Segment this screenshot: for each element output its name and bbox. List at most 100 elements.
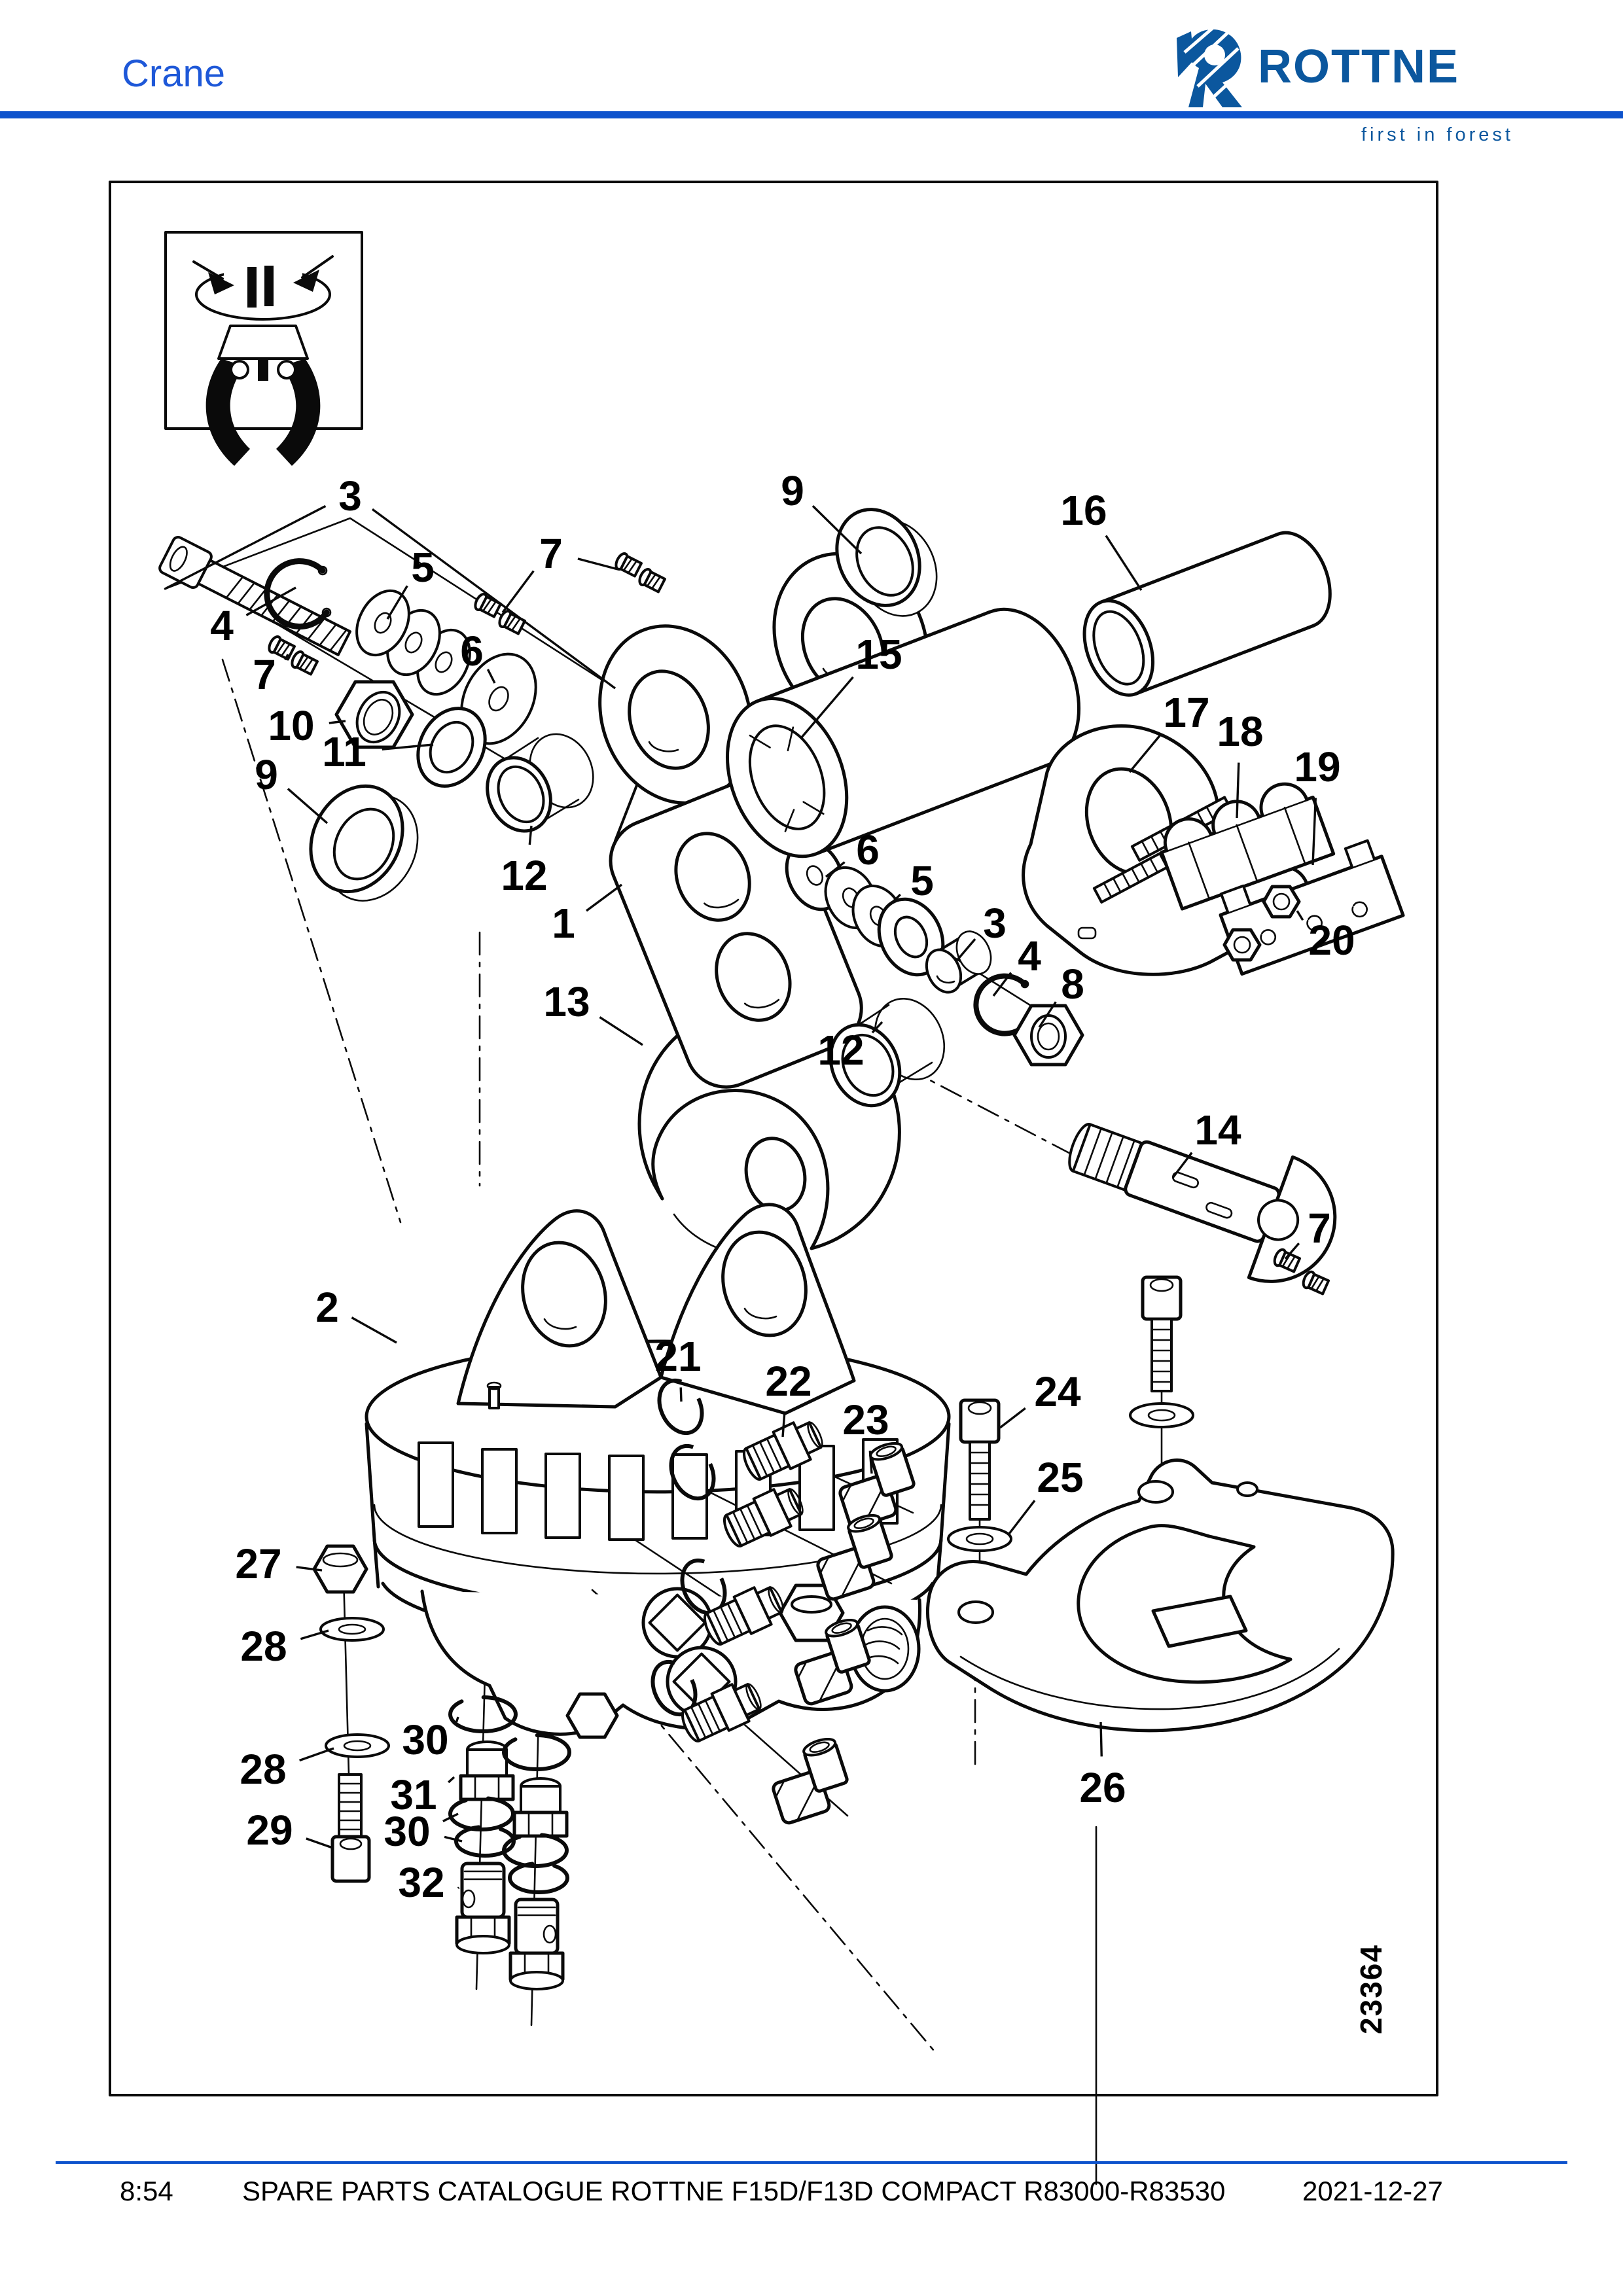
leader-line-4 xyxy=(992,972,1012,997)
part-label-22: 22 xyxy=(765,1358,812,1405)
leader-line-5 xyxy=(386,585,408,620)
stack-B xyxy=(502,1733,571,1990)
stack-A xyxy=(448,1695,518,1954)
part-label-18: 18 xyxy=(1217,708,1264,755)
leader-line-20 xyxy=(1296,910,1304,921)
leader-line-30 xyxy=(442,1812,459,1822)
leader-line-6 xyxy=(486,669,496,684)
part-label-7: 7 xyxy=(1308,1205,1331,1252)
part-label-25: 25 xyxy=(1037,1454,1084,1501)
leader-line-27 xyxy=(296,1566,323,1572)
part-label-29: 29 xyxy=(246,1807,293,1854)
footer-date: 2021-12-27 xyxy=(1302,2176,1443,2206)
part-label-15: 15 xyxy=(855,631,902,678)
leader-line-18 xyxy=(1236,762,1240,819)
leader-line-7 xyxy=(501,570,535,614)
part-label-11: 11 xyxy=(322,728,366,775)
leader-line-3 xyxy=(371,508,616,690)
leader-line-12 xyxy=(528,825,533,845)
roller-15 xyxy=(725,607,1081,858)
leader-line-29 xyxy=(306,1837,333,1849)
leader-line-4 xyxy=(245,586,296,616)
part-label-10: 10 xyxy=(268,702,315,749)
bushing-12b xyxy=(829,997,946,1108)
leader-line-7 xyxy=(577,557,618,571)
bolts-24-washers-25 xyxy=(947,1275,1194,1552)
leader-line-14 xyxy=(1171,1152,1193,1179)
part-label-6: 6 xyxy=(856,826,880,874)
leader-line-8 xyxy=(1038,1001,1057,1028)
footer-catalogue-title: SPARE PARTS CATALOGUE ROTTNE F15D/F13D C… xyxy=(242,2176,1226,2206)
logo-tagline: first in forest xyxy=(1361,124,1514,145)
leader-line-16 xyxy=(1105,535,1143,591)
part-label-30: 30 xyxy=(402,1716,449,1763)
leader-line-19 xyxy=(1311,798,1317,866)
bolt-3 xyxy=(158,536,351,656)
part-label-16: 16 xyxy=(1060,487,1107,534)
footer-time: 8:54 xyxy=(120,2176,173,2206)
part-label-17: 17 xyxy=(1163,689,1210,736)
part-label-9: 9 xyxy=(781,467,804,514)
leader-line-24 xyxy=(999,1407,1026,1429)
part-label-4: 4 xyxy=(1018,932,1041,980)
spacer-3b xyxy=(925,930,992,994)
part-label-27: 27 xyxy=(235,1540,282,1587)
part-label-12: 12 xyxy=(817,1027,865,1074)
leader-line-7 xyxy=(1284,1242,1300,1260)
leader-line-10 xyxy=(329,720,346,724)
elbows-23 xyxy=(772,1441,916,1825)
figure-number: 23364 xyxy=(1354,1944,1388,2034)
leader-line-9 xyxy=(812,505,863,555)
leader-line-28 xyxy=(300,1629,329,1640)
leader-line-5 xyxy=(883,893,901,911)
header-divider-bar xyxy=(0,111,1623,118)
seal-11 xyxy=(416,707,487,788)
part-label-7: 7 xyxy=(253,651,276,698)
part-label-9: 9 xyxy=(255,751,278,798)
screws-7a xyxy=(268,635,319,676)
part-label-23: 23 xyxy=(842,1396,889,1443)
plate-26 xyxy=(926,1458,1395,1733)
part-label-31: 31 xyxy=(390,1771,437,1818)
ring-9b xyxy=(835,508,938,617)
snap-ring-4 xyxy=(264,558,332,630)
leader-line-13 xyxy=(599,1016,643,1046)
leader-line-28 xyxy=(299,1747,334,1762)
leader-line-15 xyxy=(800,676,854,739)
part-label-20: 20 xyxy=(1308,917,1355,964)
part-label-14: 14 xyxy=(1194,1106,1241,1154)
leader-line-3 xyxy=(164,504,327,590)
part-label-7: 7 xyxy=(539,530,563,577)
rottne-logo-icon xyxy=(1177,26,1245,107)
leader-line-7 xyxy=(284,654,289,661)
leader-line-30 xyxy=(444,1835,463,1843)
part-label-1: 1 xyxy=(552,900,575,947)
bushing-12a xyxy=(486,733,594,833)
part-label-28: 28 xyxy=(240,1746,287,1793)
part-label-21: 21 xyxy=(654,1333,702,1380)
screws-7c xyxy=(1273,1248,1330,1296)
part-label-5: 5 xyxy=(411,544,435,591)
part-label-19: 19 xyxy=(1294,743,1341,790)
footer-divider-rule xyxy=(56,2161,1567,2164)
leader-line-25 xyxy=(1008,1500,1036,1535)
leader-line-1 xyxy=(585,883,623,912)
leader-line-31 xyxy=(448,1776,455,1784)
part-label-24: 24 xyxy=(1034,1368,1081,1415)
part-label-6: 6 xyxy=(460,627,484,675)
leader-line-6 xyxy=(825,861,846,878)
part-label-5: 5 xyxy=(910,857,934,904)
part-label-3: 3 xyxy=(338,472,362,520)
nuts-20 xyxy=(1222,885,1301,962)
leader-line-30 xyxy=(455,1716,459,1723)
washers-6b-5b xyxy=(785,839,945,977)
part-label-26: 26 xyxy=(1079,1764,1126,1811)
part-label-28: 28 xyxy=(240,1623,287,1670)
leader-line-11 xyxy=(382,743,434,751)
rotator-grapple-icon xyxy=(192,255,334,466)
part-label-13: 13 xyxy=(543,978,590,1025)
leader-line-3 xyxy=(955,938,976,962)
